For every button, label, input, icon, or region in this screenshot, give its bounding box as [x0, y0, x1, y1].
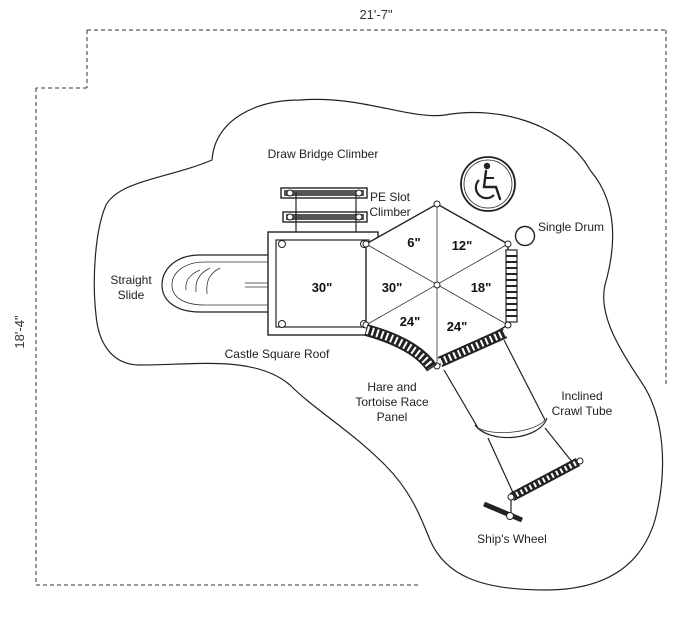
label-castle-square-roof: Castle Square Roof — [225, 347, 330, 361]
deck-height-hex-right: 18" — [471, 280, 492, 295]
height-dimension-label: 18'-4" — [12, 315, 27, 349]
deck-height-hex-left: 30" — [382, 280, 403, 295]
straight-slide — [161, 254, 276, 313]
deck-height-hex-bottom-right: 24" — [447, 319, 468, 334]
deck-height-hex-bottom-left: 24" — [400, 314, 421, 329]
label-straight-slide-line1: Straight — [110, 273, 152, 287]
label-straight-slide-line2: Slide — [118, 288, 145, 302]
label-ships-wheel: Ship's Wheel — [477, 532, 547, 546]
deck-height-square: 30" — [312, 280, 333, 295]
deck-height-hex-top-right: 12" — [452, 238, 473, 253]
hare-and-tortoise-race-panel — [364, 324, 437, 372]
label-crawl-tube-line1: Inclined — [561, 389, 602, 403]
single-drum — [514, 225, 536, 247]
ships-wheel — [483, 500, 523, 523]
label-draw-bridge-climber: Draw Bridge Climber — [268, 147, 379, 161]
draw-bridge-climber — [280, 187, 368, 240]
label-hare-line3: Panel — [377, 410, 408, 424]
hexagon-deck — [362, 200, 512, 370]
label-single-drum: Single Drum — [538, 220, 604, 234]
label-crawl-tube-line2: Crawl Tube — [552, 404, 613, 418]
surfacing-boundary — [93, 98, 664, 591]
label-pe-slot-line2: Climber — [369, 205, 410, 219]
label-hare-line1: Hare and — [367, 380, 416, 394]
lower-climbing-panel — [437, 327, 508, 368]
overall-dimension-lines — [35, 29, 667, 586]
inclined-crawl-tube — [443, 339, 574, 498]
right-climbing-panel — [505, 249, 518, 323]
label-hare-line2: Tortoise Race — [355, 395, 429, 409]
bottom-climbing-panel — [507, 457, 584, 501]
label-pe-slot-line1: PE Slot — [370, 190, 411, 204]
castle-square-deck — [267, 231, 379, 336]
wheelchair-accessibility-icon — [460, 156, 516, 212]
deck-height-hex-top-left: 6" — [407, 235, 420, 250]
width-dimension-label: 21'-7" — [359, 7, 393, 22]
